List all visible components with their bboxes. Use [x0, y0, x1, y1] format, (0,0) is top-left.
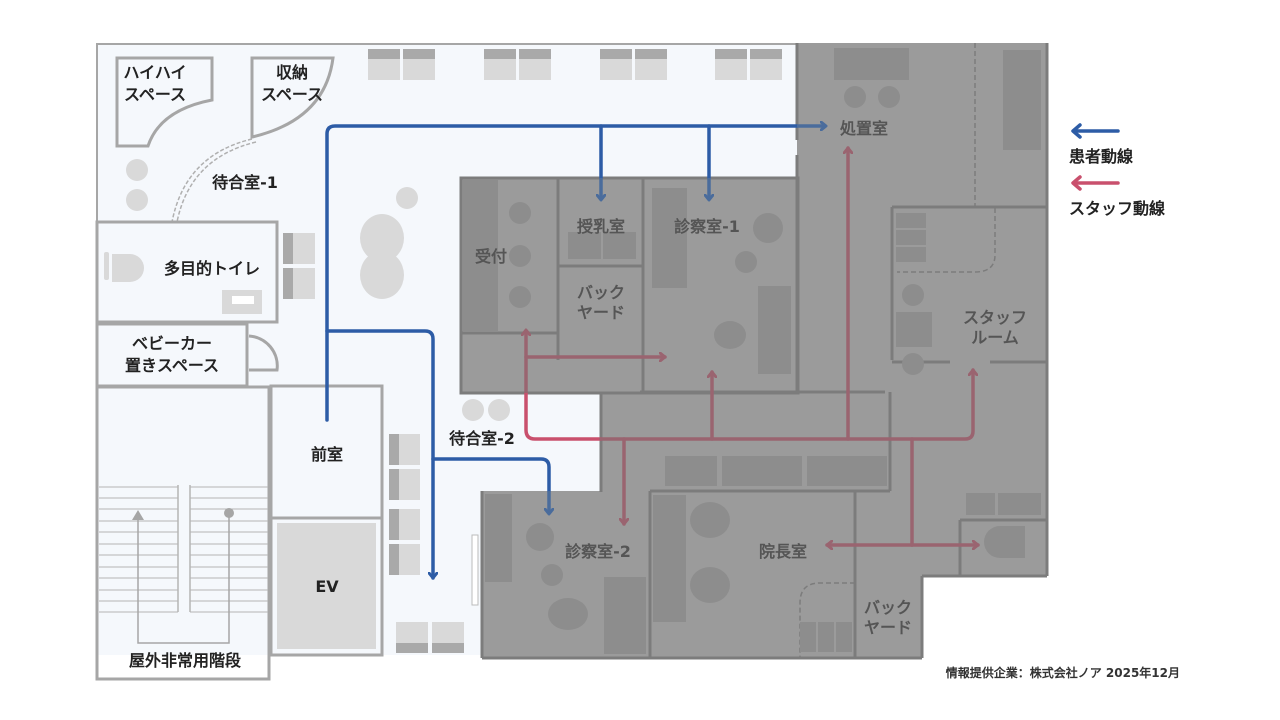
label-exam-room-1: 診察室-1	[674, 217, 740, 236]
label-nursing-room: 授乳室	[577, 217, 625, 236]
label-staffroom-line2: ルーム	[971, 328, 1019, 347]
patient-flow-paths	[325, 126, 826, 580]
label-backyard1-line1: バック	[577, 283, 625, 302]
benches-mid	[283, 233, 315, 299]
legend-staff: スタッフ動線	[1069, 175, 1165, 218]
label-toilet: 多目的トイレ	[164, 259, 260, 278]
label-treatment-room: 処置室	[840, 119, 888, 138]
up-arrow-icon	[132, 510, 144, 520]
staff-furniture	[463, 48, 1041, 654]
label-exam-room-2: 診察室-2	[565, 542, 631, 561]
legend-patient-label: 患者動線	[1069, 147, 1133, 166]
label-backyard2-line2: ヤード	[864, 618, 912, 637]
legend-patient: 患者動線	[1069, 123, 1133, 166]
credit-text: 情報提供企業：株式会社ノア 2025年12月	[946, 665, 1180, 680]
label-ev: EV	[315, 577, 339, 596]
label-haihai-line2: スペース	[124, 85, 186, 104]
legend: 患者動線 スタッフ動線	[1069, 123, 1165, 218]
label-storage-line1: 収納	[276, 63, 308, 82]
stool	[126, 189, 148, 211]
room-haihai-space: ハイハイ スペース	[115, 56, 214, 148]
arrow-left-icon	[1071, 123, 1082, 139]
top-benches	[368, 49, 782, 80]
room-storage-space: 収納 スペース	[250, 56, 335, 139]
label-stairs: 屋外非常用階段	[129, 651, 242, 670]
label-haihai-line1: ハイハイ	[123, 63, 186, 82]
label-storage-line2: スペース	[261, 85, 323, 104]
label-backyard2-line1: バック	[864, 598, 912, 617]
label-backyard1-line2: ヤード	[577, 303, 625, 322]
label-director-room: 院長室	[759, 542, 807, 561]
label-reception: 受付	[475, 247, 507, 266]
label-stroller-line2: 置きスペース	[125, 356, 219, 375]
label-anteroom: 前室	[311, 445, 343, 464]
label-waiting-room-1: 待合室-1	[212, 173, 278, 192]
arrow-left-icon	[1071, 175, 1082, 191]
label-stroller-line1: ベビーカー	[132, 334, 212, 353]
label-staffroom-line1: スタッフ	[963, 308, 1027, 327]
label-waiting-room-2: 待合室-2	[449, 429, 515, 448]
benches-waiting-2	[389, 434, 464, 653]
room-multipurpose-toilet: 多目的トイレ	[95, 220, 279, 324]
legend-staff-label: スタッフ動線	[1069, 199, 1165, 218]
staff-flow-paths	[526, 146, 980, 545]
stool	[126, 159, 148, 181]
room-elevator: EV	[269, 516, 384, 657]
room-emergency-stairs: 屋外非常用階段	[95, 385, 271, 681]
